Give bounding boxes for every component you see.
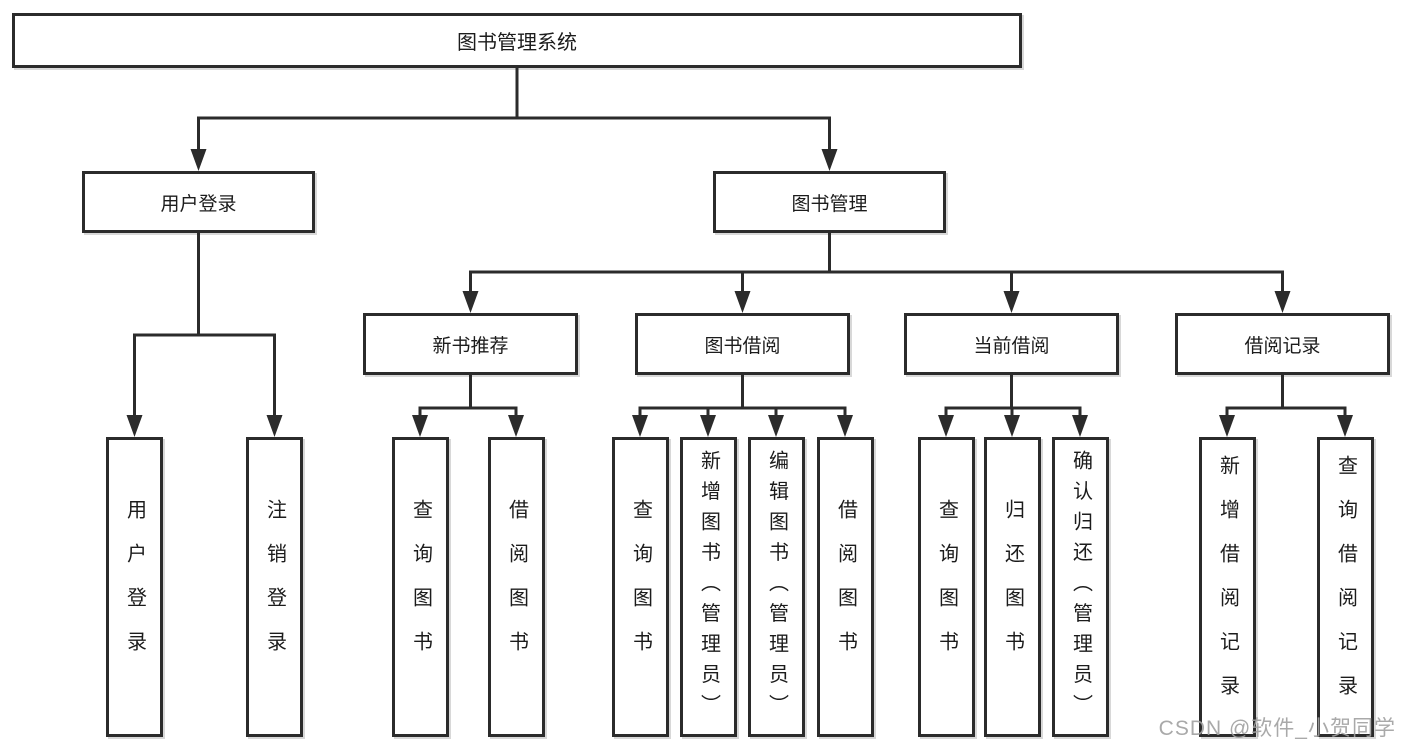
node-label: 用户登录: [160, 193, 237, 215]
node-book-management: 图书管理: [713, 171, 946, 233]
arrowhead-icon: [126, 415, 143, 437]
node-label: 借阅记录: [1244, 335, 1321, 357]
node-label: 图书管理: [791, 193, 868, 215]
node-label: 图书借阅: [704, 335, 781, 357]
node-label: 图书管理系统: [457, 32, 577, 54]
node-label: 借阅图书: [834, 499, 857, 675]
node-records-add-record: 新增借阅记录: [1199, 437, 1256, 737]
node-user-login-leaf: 用户登录: [106, 437, 163, 737]
node-label: 确认归还（管理员）: [1069, 449, 1092, 725]
node-book-borrow: 图书借阅: [635, 313, 850, 375]
node-label: 新增图书（管理员）: [697, 449, 720, 725]
arrowhead-icon: [412, 415, 428, 437]
node-library-system-root: 图书管理系统: [12, 13, 1022, 68]
csdn-watermark: CSDN @软件_小贺同学: [1158, 717, 1396, 740]
arrowhead-icon: [734, 291, 751, 313]
node-label: 新书推荐: [432, 335, 509, 357]
node-borrow-records: 借阅记录: [1175, 313, 1390, 375]
connector-new-book-recommend-to-leaves: [412, 372, 524, 437]
arrowhead-icon: [821, 149, 838, 171]
node-new-book-recommend: 新书推荐: [363, 313, 578, 375]
node-label: 归还图书: [1001, 499, 1024, 675]
arrowhead-icon: [1004, 415, 1020, 437]
arrowhead-icon: [1003, 291, 1020, 313]
node-label: 编辑图书（管理员）: [765, 449, 788, 725]
node-user-login: 用户登录: [82, 171, 315, 233]
arrowhead-icon: [266, 415, 283, 437]
node-recommend-borrow-books: 借阅图书: [488, 437, 545, 737]
node-borrow-query-books: 查询图书: [612, 437, 669, 737]
node-records-query-record: 查询借阅记录: [1317, 437, 1374, 737]
arrowhead-icon: [768, 415, 784, 437]
arrowhead-icon: [1274, 291, 1291, 313]
node-label: 查询图书: [935, 499, 958, 675]
connector-borrow-records-to-leaves: [1219, 372, 1353, 437]
connector-book-borrow-to-leaves: [632, 372, 853, 437]
node-borrow-add-books-admin: 新增图书（管理员）: [680, 437, 737, 737]
node-recommend-query-books: 查询图书: [392, 437, 449, 737]
node-current-return-books: 归还图书: [984, 437, 1041, 737]
node-current-query-books: 查询图书: [918, 437, 975, 737]
node-borrow-edit-books-admin: 编辑图书（管理员）: [748, 437, 805, 737]
node-label: 查询图书: [409, 499, 432, 675]
connector-user-login-to-leaves: [126, 230, 283, 437]
arrowhead-icon: [632, 415, 648, 437]
arrowhead-icon: [190, 149, 207, 171]
arrowhead-icon: [837, 415, 853, 437]
connector-root-to-level2: [190, 64, 838, 171]
arrowhead-icon: [462, 291, 479, 313]
arrowhead-icon: [1072, 415, 1088, 437]
arrowhead-icon: [1337, 415, 1353, 437]
node-logout-login: 注销登录: [246, 437, 303, 737]
arrowhead-icon: [700, 415, 716, 437]
node-label: 当前借阅: [973, 335, 1050, 357]
node-borrow-borrow-books: 借阅图书: [817, 437, 874, 737]
connector-book-management-to-level3: [462, 230, 1291, 313]
node-label: 借阅图书: [505, 499, 528, 675]
node-label: 注销登录: [263, 499, 286, 675]
node-current-confirm-return-admin: 确认归还（管理员）: [1052, 437, 1109, 737]
node-label: 查询借阅记录: [1334, 455, 1357, 719]
arrowhead-icon: [1219, 415, 1235, 437]
node-label: 新增借阅记录: [1216, 455, 1239, 719]
connector-current-borrow-to-leaves: [938, 372, 1088, 437]
arrowhead-icon: [508, 415, 524, 437]
node-label: 用户登录: [123, 499, 146, 675]
node-current-borrow: 当前借阅: [904, 313, 1119, 375]
node-label: 查询图书: [629, 499, 652, 675]
arrowhead-icon: [938, 415, 954, 437]
